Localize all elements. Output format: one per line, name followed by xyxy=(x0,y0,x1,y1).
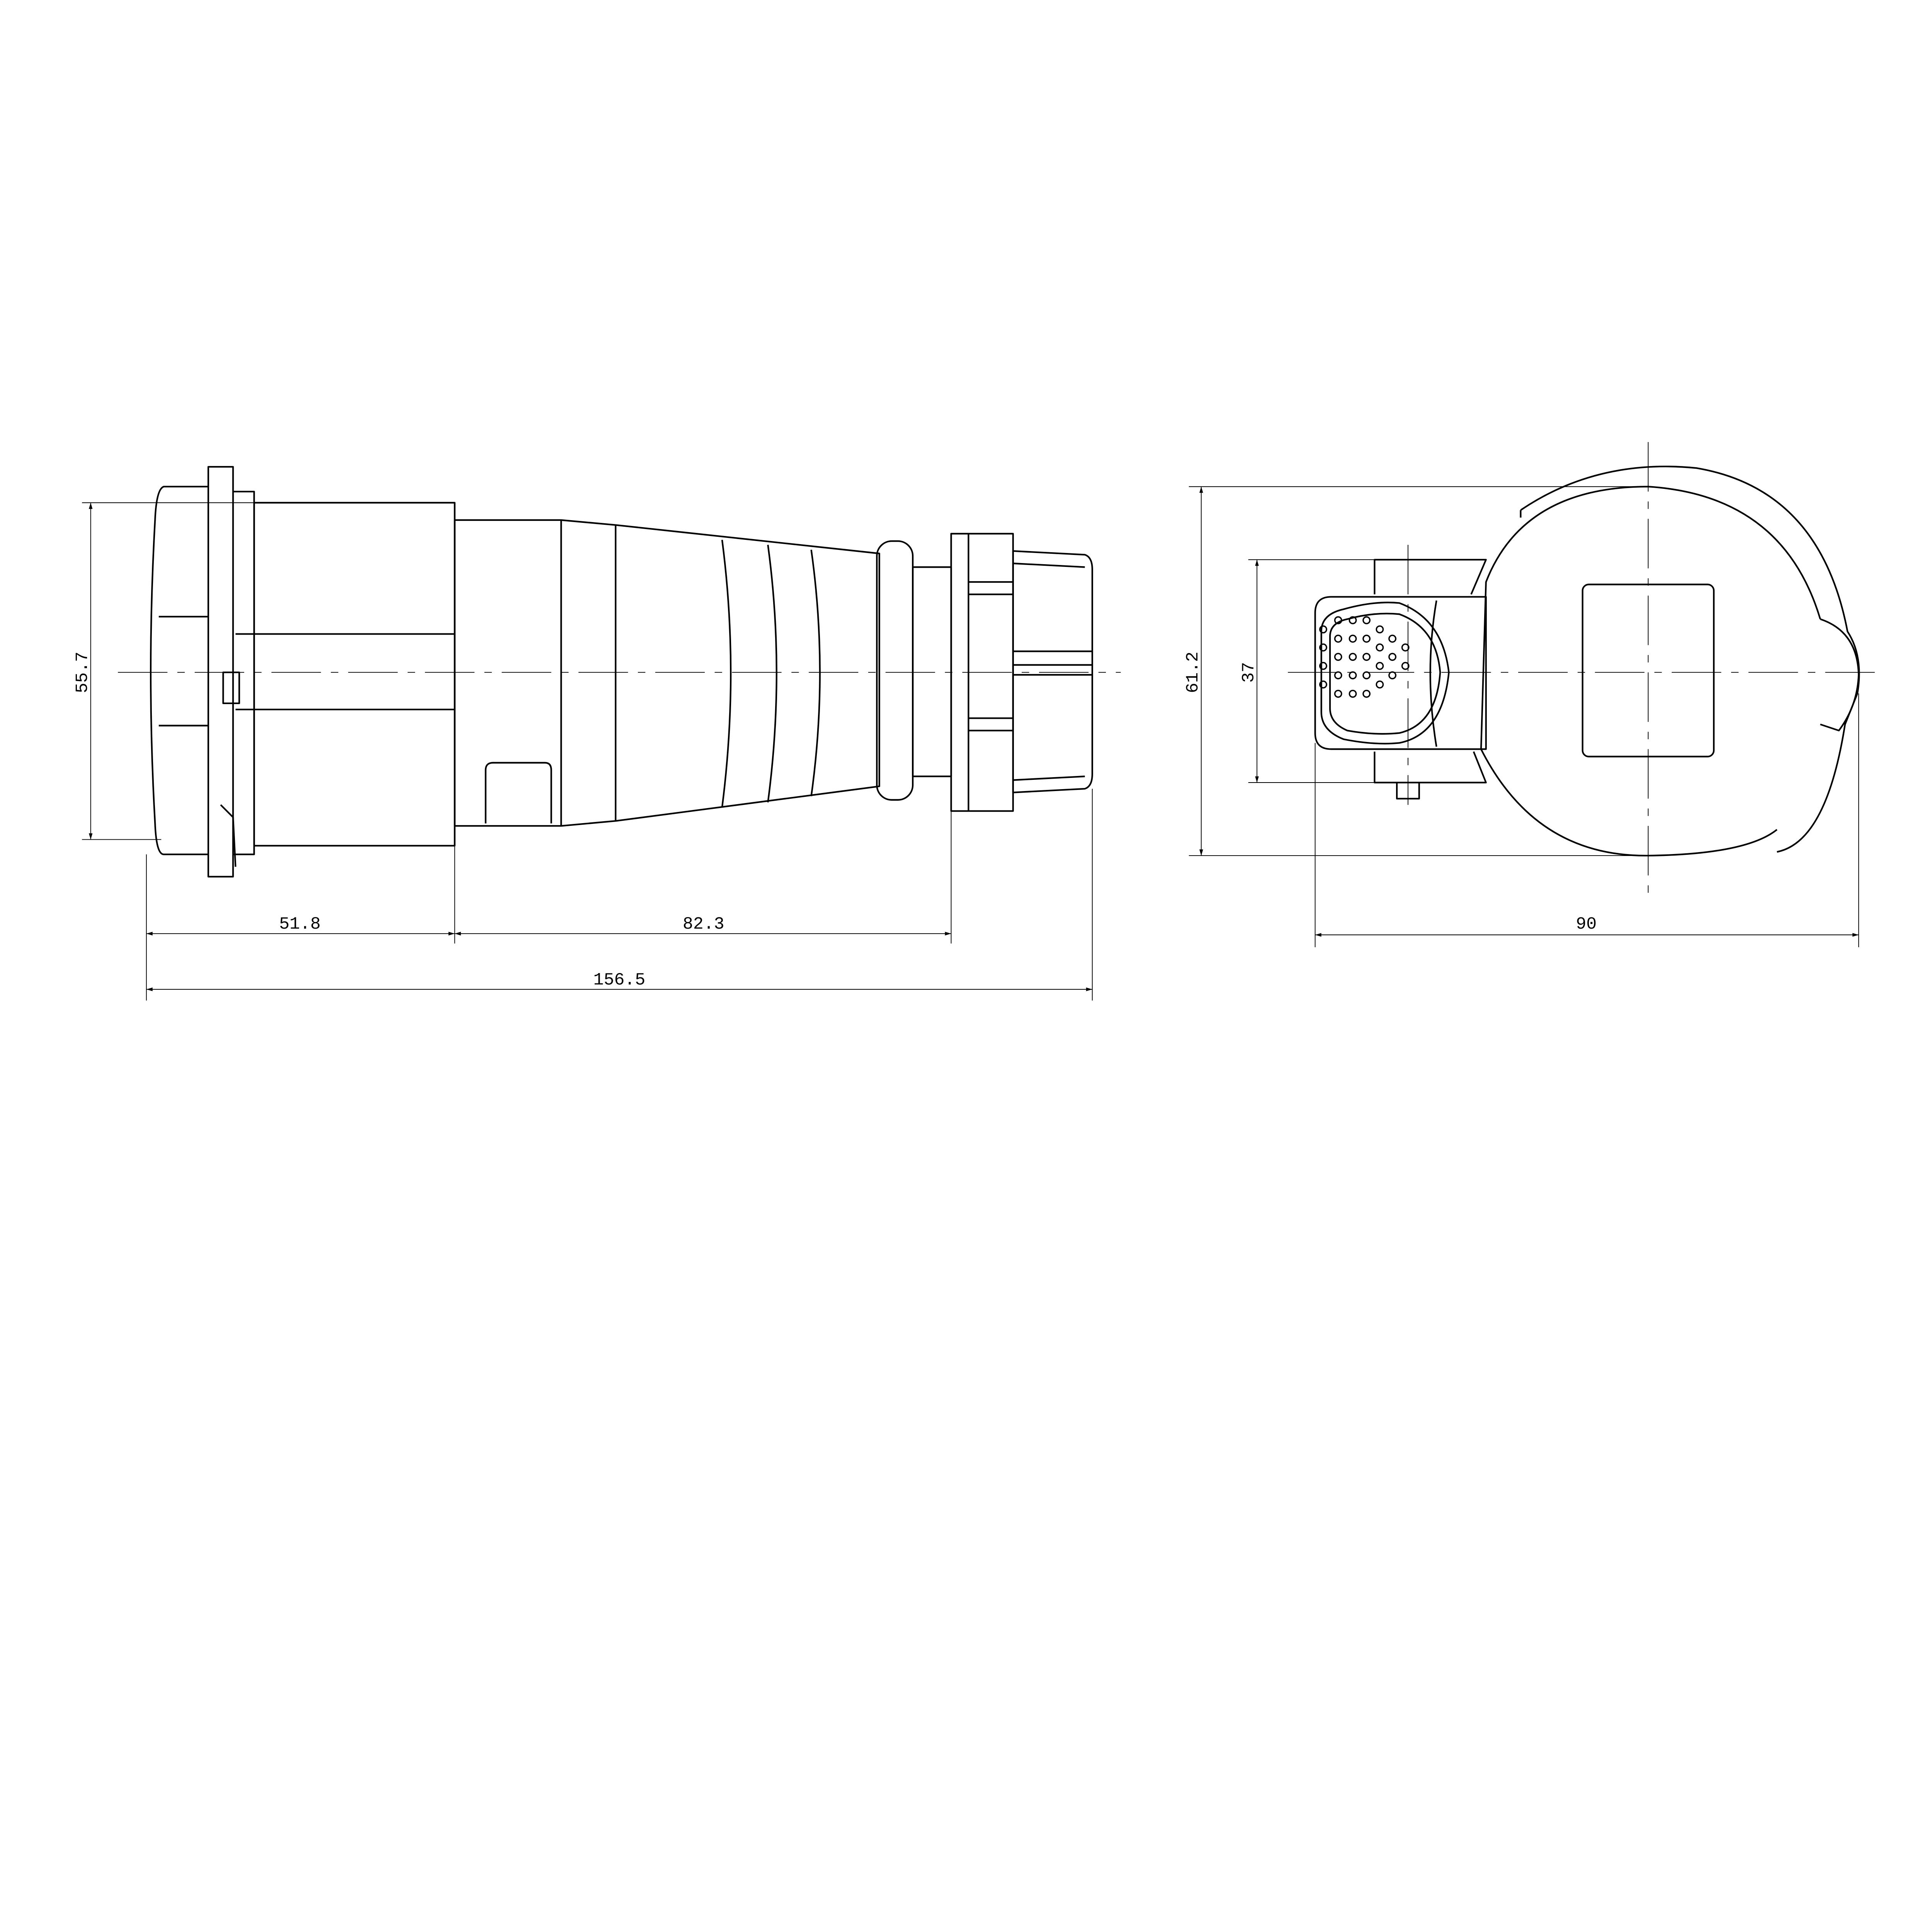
tab-slot xyxy=(485,762,552,824)
lid-outer xyxy=(1520,466,1860,853)
dim-side-height: 55.7 xyxy=(73,652,92,693)
seal-ring xyxy=(876,540,914,801)
grip-rib xyxy=(810,550,821,796)
grip-rib xyxy=(721,539,732,808)
cap-line xyxy=(1013,775,1085,781)
contact-pin xyxy=(1376,662,1384,670)
front-cap xyxy=(150,486,209,855)
contact-pin xyxy=(1334,671,1342,679)
contact-pin xyxy=(1362,653,1371,661)
contact-pin xyxy=(1388,671,1396,679)
front-dimensions: 61.2 37 90 xyxy=(1184,486,1859,948)
socket-housing xyxy=(1314,596,1487,750)
side-dimensions: 55.7 51.8 82.3 156.5 xyxy=(73,502,1093,1001)
lid-inner xyxy=(1480,486,1821,857)
contact-pin xyxy=(1401,643,1410,652)
front-view xyxy=(1288,442,1883,902)
lid-tab xyxy=(1820,618,1860,732)
contact-pin xyxy=(1319,680,1327,689)
contact-pin xyxy=(1376,643,1384,652)
contact-pin xyxy=(1334,616,1342,624)
hinge-pin xyxy=(1396,783,1420,800)
technical-drawing: 55.7 51.8 82.3 156.5 61.2 xyxy=(73,442,1883,1001)
contact-pin xyxy=(1349,635,1357,643)
contact-pin xyxy=(1376,625,1384,634)
cable-cap xyxy=(1012,550,1093,793)
side-view xyxy=(118,466,1121,878)
contact-pin xyxy=(1349,671,1357,679)
contact-pin xyxy=(1388,635,1396,643)
contact-pin xyxy=(1349,616,1357,624)
contact-pin xyxy=(1319,643,1327,652)
dim-front-length: 51.8 xyxy=(279,915,321,934)
dim-overall-length: 156.5 xyxy=(594,970,646,990)
contact-pin xyxy=(1319,662,1327,670)
pin-face-outer xyxy=(1320,601,1450,745)
dim-rear-length: 82.3 xyxy=(683,915,724,934)
rear-body xyxy=(454,519,562,827)
grip-rib xyxy=(767,545,777,803)
cap-line xyxy=(1013,562,1085,568)
dim-front-height: 61.2 xyxy=(1184,652,1203,693)
contact-pin xyxy=(1362,616,1371,624)
neck xyxy=(912,566,952,778)
contact-pin xyxy=(1362,635,1371,643)
contact-pin xyxy=(1376,680,1384,689)
contact-pin xyxy=(1334,689,1342,698)
contact-pins xyxy=(1319,616,1410,698)
contact-pin xyxy=(1334,653,1342,661)
label-area xyxy=(1582,584,1715,757)
contact-pin xyxy=(1362,671,1371,679)
contact-pin xyxy=(1349,689,1357,698)
dim-front-width: 90 xyxy=(1576,915,1597,934)
latch-hook xyxy=(220,804,236,867)
contact-pin xyxy=(1362,689,1371,698)
pin-face-inner xyxy=(1329,613,1441,735)
contact-pin xyxy=(1319,625,1327,634)
latch-slot xyxy=(222,671,240,704)
hinge-top xyxy=(1374,559,1487,595)
hinge-bottom xyxy=(1374,751,1487,784)
contact-pin xyxy=(1334,635,1342,643)
contact-pin xyxy=(1401,662,1410,670)
main-body xyxy=(253,502,456,847)
dim-socket-height: 37 xyxy=(1239,662,1259,683)
contact-pin xyxy=(1388,653,1396,661)
flange-plate xyxy=(207,466,234,878)
contact-pin xyxy=(1349,653,1357,661)
tapered-grip xyxy=(561,519,880,827)
housing-curve xyxy=(1429,600,1437,747)
